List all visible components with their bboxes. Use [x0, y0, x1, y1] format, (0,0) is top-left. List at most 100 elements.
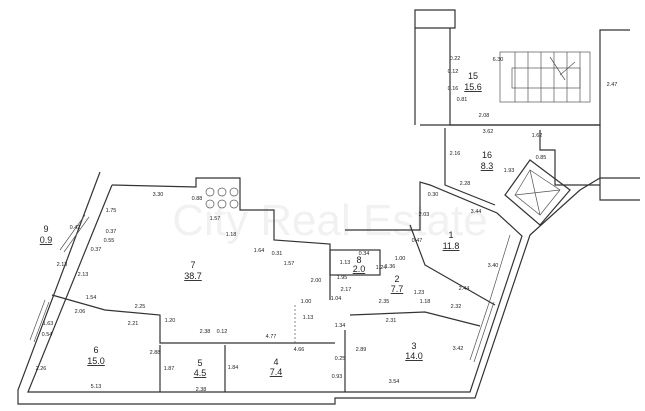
- svg-text:15: 15: [468, 71, 478, 81]
- dim-label: 2.03: [419, 212, 430, 218]
- dim-label: 1.13: [340, 260, 351, 266]
- dim-label: 1.64: [254, 248, 265, 254]
- dim-label: 2.44: [459, 286, 470, 292]
- dim-label: 0.88: [192, 196, 203, 202]
- dim-label: 1.36: [385, 264, 396, 270]
- dim-label: 3.62: [483, 129, 494, 135]
- dim-label: 0.42: [70, 225, 81, 231]
- dim-label: 2.38: [200, 329, 211, 335]
- svg-text:4.5: 4.5: [194, 368, 207, 378]
- dim-label: 2.17: [341, 287, 352, 293]
- dim-label: 1.18: [420, 299, 431, 305]
- svg-text:15.6: 15.6: [464, 82, 482, 92]
- dim-label: 1.93: [504, 168, 515, 174]
- dimension-labels: 3.30 0.88 1.57 1.18 1.64 0.31 1.57 2.00 …: [36, 56, 618, 393]
- dim-label: 1.24: [376, 265, 387, 271]
- svg-text:4: 4: [273, 357, 278, 367]
- dim-label: 0.12: [217, 329, 228, 335]
- dim-label: 2.35: [379, 299, 390, 305]
- svg-text:2: 2: [394, 274, 399, 284]
- watermark: City Real Estate: [172, 196, 487, 245]
- svg-text:38.7: 38.7: [184, 271, 202, 281]
- dim-label: 2.26: [36, 366, 47, 372]
- svg-text:7: 7: [190, 260, 195, 270]
- room-7: 738.7: [184, 260, 202, 281]
- room-4: 47.4: [270, 357, 283, 377]
- svg-text:14.0: 14.0: [405, 351, 423, 361]
- dim-label: 5.13: [91, 384, 102, 390]
- dim-label: 2.38: [196, 387, 207, 393]
- room-5: 54.5: [194, 358, 207, 378]
- dim-label: 0.47: [412, 238, 423, 244]
- svg-text:7.4: 7.4: [270, 367, 283, 377]
- dim-label: 2.21: [128, 321, 139, 327]
- dim-label: 1.54: [86, 295, 97, 301]
- svg-text:2.0: 2.0: [353, 264, 366, 274]
- room-3: 314.0: [405, 341, 423, 361]
- dim-label: 0.22: [450, 56, 461, 62]
- dim-label: 2.28: [460, 181, 471, 187]
- dim-label: 1.13: [303, 315, 314, 321]
- dim-label: 2.13: [57, 262, 68, 268]
- room-9: 90.9: [40, 224, 53, 245]
- dim-label: 0.55: [104, 238, 115, 244]
- svg-text:16: 16: [482, 150, 492, 160]
- dim-label: 3.30: [153, 192, 164, 198]
- svg-text:8: 8: [356, 255, 361, 265]
- svg-text:6: 6: [93, 345, 98, 355]
- dim-label: 1.62: [532, 133, 543, 139]
- room-1: 111.8: [443, 230, 460, 251]
- dim-label: 1.95: [337, 275, 348, 281]
- dim-label: 0.25: [335, 356, 346, 362]
- dim-label: 2.25: [135, 304, 146, 310]
- room-2: 27.7: [391, 274, 404, 294]
- dim-label: 1.23: [414, 290, 425, 296]
- dim-label: 0.37: [106, 229, 117, 235]
- dim-label: 0.34: [359, 251, 370, 257]
- svg-text:8.3: 8.3: [481, 161, 494, 171]
- dim-label: 2.89: [356, 347, 367, 353]
- svg-text:7.7: 7.7: [391, 284, 404, 294]
- dim-label: 1.63: [43, 321, 54, 327]
- dim-label: 1.57: [210, 216, 221, 222]
- dim-label: 0.16: [448, 86, 459, 92]
- dim-label: 2.88: [150, 350, 161, 356]
- dim-label: 3.42: [453, 346, 464, 352]
- dim-label: 6.30: [493, 57, 504, 63]
- svg-text:5: 5: [197, 358, 202, 368]
- dim-label: 0.85: [536, 155, 547, 161]
- svg-text:15.0: 15.0: [87, 356, 105, 366]
- dim-label: 2.31: [386, 318, 397, 324]
- dim-label: 1.20: [165, 318, 176, 324]
- dim-label: 4.66: [294, 347, 305, 353]
- dim-label: 1.00: [301, 299, 312, 305]
- svg-text:11.8: 11.8: [443, 241, 460, 251]
- svg-text:3: 3: [411, 341, 416, 351]
- dim-label: 2.13: [78, 272, 89, 278]
- svg-text:1: 1: [448, 230, 453, 240]
- dim-label: 1.34: [335, 323, 346, 329]
- dim-label: 0.30: [428, 192, 439, 198]
- dim-label: 2.16: [450, 151, 461, 157]
- room-labels: 111.8 27.7 314.0 47.4 54.5 615.0 738.7 8…: [40, 71, 494, 378]
- room-6: 615.0: [87, 345, 105, 366]
- dim-label: 1.87: [164, 366, 175, 372]
- dim-label: 3.44: [471, 209, 482, 215]
- dim-label: 1.75: [106, 208, 117, 214]
- dim-label: 2.08: [479, 113, 490, 119]
- dim-label: 1.04: [331, 296, 342, 302]
- dim-label: 0.12: [448, 69, 459, 75]
- dim-label: 2.32: [451, 304, 462, 310]
- room-16: 168.3: [481, 150, 494, 171]
- dim-label: 0.31: [272, 251, 283, 257]
- dim-label: 2.00: [311, 278, 322, 284]
- dim-label: 0.93: [332, 374, 343, 380]
- dim-label: 4.77: [266, 334, 277, 340]
- dim-label: 1.00: [395, 256, 406, 262]
- dim-label: 1.18: [226, 232, 237, 238]
- svg-text:0.9: 0.9: [40, 235, 53, 245]
- dim-label: 1.84: [228, 365, 239, 371]
- walls: [17, 9, 640, 405]
